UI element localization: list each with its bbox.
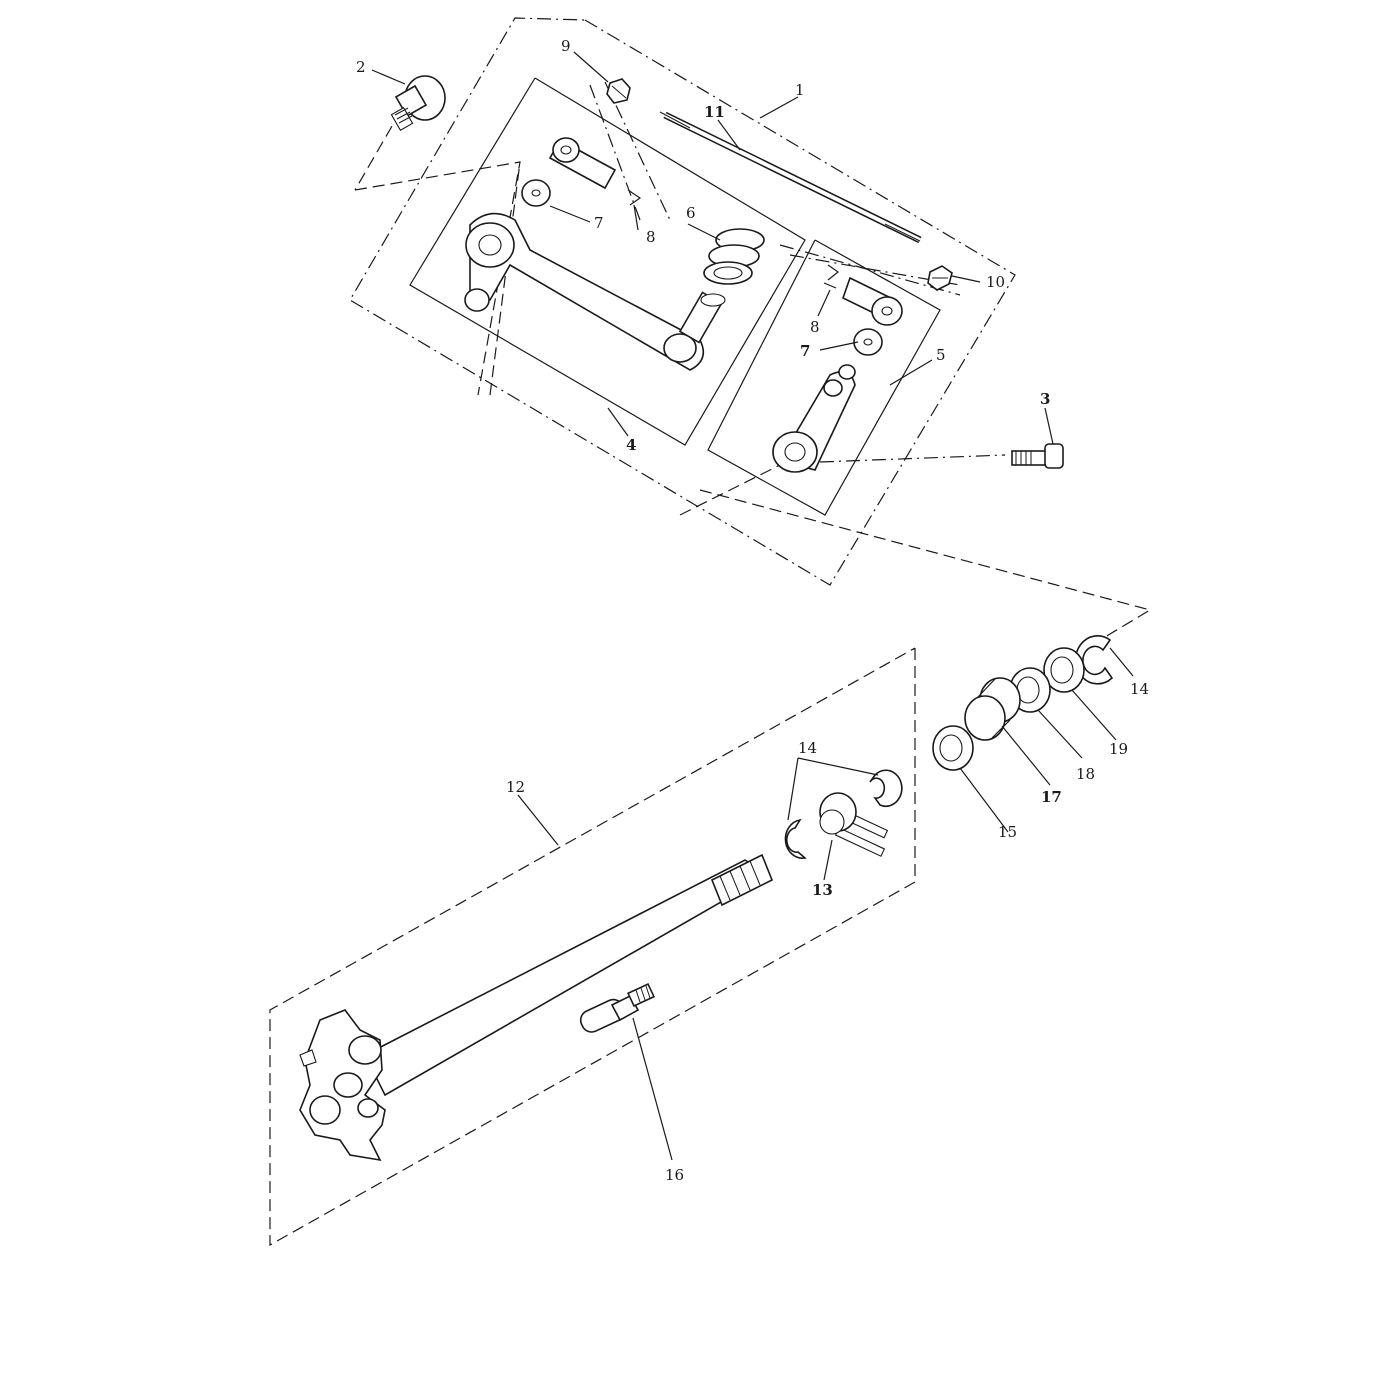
circlip-14-upper [869,769,903,808]
callout-labels: 1 2 3 4 5 6 7 7 8 8 9 10 11 12 13 14 14 … [356,37,1149,1184]
threaded-rod [659,111,922,244]
callout-18: 18 [1076,765,1095,783]
callout-5: 5 [936,346,946,364]
callout-7-lower: 7 [800,342,810,360]
nut-10 [927,265,953,291]
callout-10: 10 [986,273,1005,291]
selector-shaft [299,853,774,1162]
group-4-outline [409,77,806,446]
callout-6: 6 [686,204,696,222]
callout-8-lower: 8 [810,318,820,336]
callout-9: 9 [561,37,571,55]
callout-12: 12 [506,778,525,796]
group-1-outline [349,17,1016,586]
callout-16: 16 [665,1166,684,1184]
gear-lever [464,212,726,371]
callout-3: 3 [1040,390,1050,408]
bush-17 [964,677,1021,741]
callout-15: 15 [998,823,1017,841]
group-5-outline [707,239,941,516]
callout-19: 19 [1109,740,1128,758]
callout-8-upper: 8 [646,228,656,246]
projection-lines [354,81,1152,641]
rod-end-lower [823,264,903,326]
rod-end-upper [548,137,642,206]
clamp-bolt [1011,443,1064,469]
callout-13: 13 [812,881,833,899]
stud-16 [579,982,655,1033]
leader-lines [371,51,1134,1161]
bushing-upper [521,179,551,207]
bushing-lower [853,328,883,356]
rubber-boot [703,228,765,285]
callout-2: 2 [356,58,366,76]
group-12-outline [269,647,916,1247]
nut-9 [606,78,631,104]
callout-4: 4 [626,436,636,454]
callout-14-upper: 14 [798,739,817,757]
washer-15 [932,725,974,771]
circlip-14-lower [784,818,807,859]
washer-19 [1043,647,1085,693]
callout-14-right: 14 [1130,680,1149,698]
callout-7-upper: 7 [594,214,604,232]
shift-arm [772,364,856,473]
callout-1: 1 [795,81,805,99]
pivot-bolt [390,75,446,132]
callout-11: 11 [704,103,725,121]
callout-17: 17 [1041,788,1062,806]
collar-13 [819,792,889,857]
